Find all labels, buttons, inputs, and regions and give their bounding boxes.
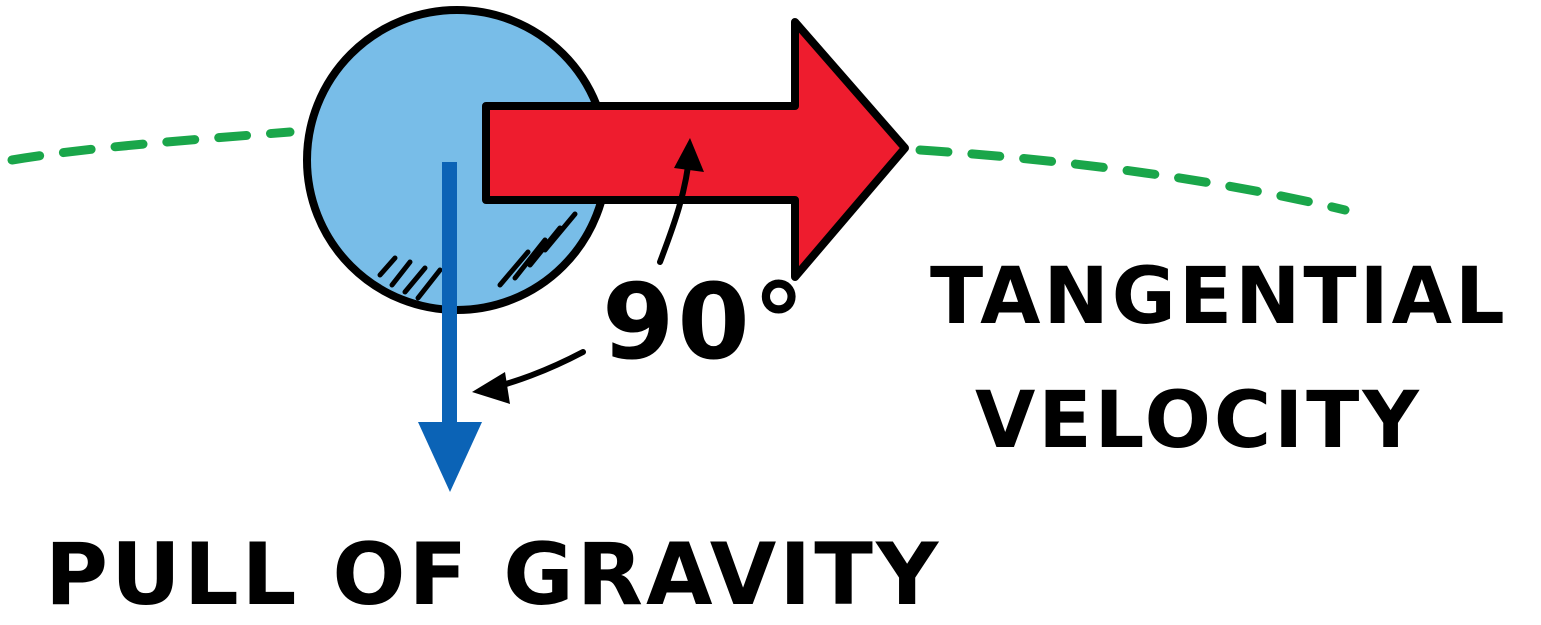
ball-shading (377, 211, 578, 301)
angle-label: 90° (602, 261, 808, 383)
tangential-velocity-arrow (482, 18, 909, 281)
tangential-velocity-label-line2: VELOCITY (975, 376, 1422, 466)
orbit-path-left (7, 127, 295, 165)
tangential-velocity-label-line1: TANGENTIAL (930, 252, 1508, 342)
gravity-arrow (418, 162, 482, 492)
orbit-path-right (915, 145, 1350, 215)
angle-arrowhead-up (674, 138, 704, 172)
gravity-label: PULL OF GRAVITY (45, 525, 941, 620)
angle-arrowhead-left (472, 372, 510, 404)
